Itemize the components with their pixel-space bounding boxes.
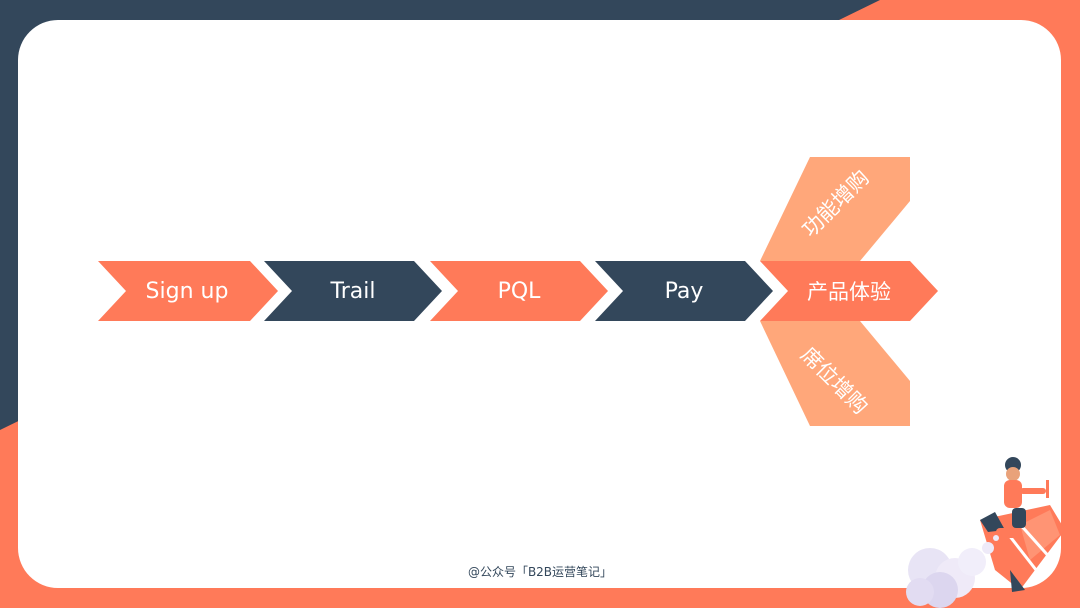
flow-step-pay: Pay xyxy=(595,261,773,321)
flow-step-pql: PQL xyxy=(430,261,608,321)
flow-step-product-experience: 产品体验 xyxy=(760,261,938,321)
flow-step-pql-label: PQL xyxy=(497,278,541,304)
watermark-text: @公众号「B2B运营笔记」 xyxy=(467,565,613,579)
rocket-rider-illustration xyxy=(906,457,1065,608)
flow-step-product-experience-label: 产品体验 xyxy=(807,280,891,304)
flow-step-trail-label: Trail xyxy=(330,278,376,304)
flow-step-sign-up: Sign up xyxy=(98,261,278,321)
flow-step-sign-up-label: Sign up xyxy=(145,278,229,304)
branch-feature-upsell-label: 功能增购 xyxy=(797,165,874,242)
flow-step-pay-label: Pay xyxy=(664,278,704,304)
branch-seat-upsell-label: 席位增购 xyxy=(796,342,873,419)
flow-step-trail: Trail xyxy=(264,261,442,321)
